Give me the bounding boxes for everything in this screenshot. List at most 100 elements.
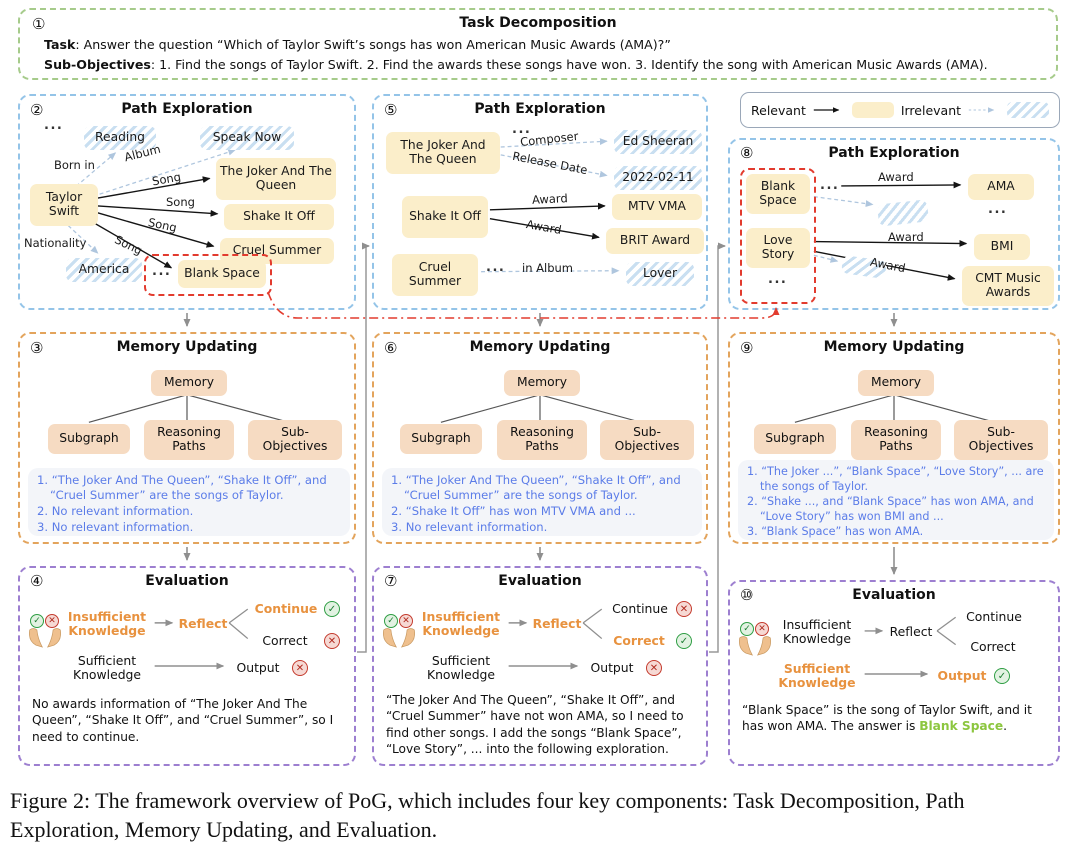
step-number: ⑧ <box>740 144 754 162</box>
box-title: Path Exploration <box>121 101 253 117</box>
memory-note-line: 2. “Shake It Off” has won MTV VMA and ..… <box>391 504 636 519</box>
step-number: ⑥ <box>384 339 398 357</box>
continue-label: Continue <box>966 609 1022 624</box>
step-number: ③ <box>30 339 44 357</box>
box-title: Evaluation <box>498 573 582 589</box>
memory-note-line: 1. “The Joker And The Queen”, “Shake It … <box>391 473 681 503</box>
cross-icon: ✕ <box>292 660 308 676</box>
edge-label-nationality: Nationality <box>24 236 87 250</box>
cross-icon: ✕ <box>755 622 769 636</box>
node-love-story: Love Story <box>746 228 810 268</box>
insufficient-knowledge-label: Insufficient Knowledge <box>782 617 852 647</box>
flow-arrows <box>508 608 603 670</box>
memory-note-line: 1. “The Joker And The Queen”, “Shake It … <box>37 473 327 503</box>
node-blank-space: Blank Space <box>178 260 266 288</box>
memory-note-line: 2. “Shake ..., and “Blank Space” has won… <box>747 495 1034 523</box>
edge-label-born-in: Born in <box>54 158 95 172</box>
memory-root-node: Memory <box>858 370 934 396</box>
step-number: ⑤ <box>384 101 398 119</box>
step-number: ⑩ <box>740 586 754 604</box>
node-speak-now: Speak Now <box>200 126 294 150</box>
relevant-arrow-icon <box>813 107 840 113</box>
arrow-eval1-to-path2 <box>357 242 370 653</box>
evaluation-box-3: ⑩ Evaluation ✓ ✕ Insufficient Knowledge … <box>728 580 1060 766</box>
box-title: Memory Updating <box>469 339 611 355</box>
ellipsis: ... <box>768 272 788 287</box>
box-title: Evaluation <box>145 573 229 589</box>
node-the-joker-and-the-queen: The Joker And The Queen <box>216 158 336 200</box>
memory-sub-objectives-node: Sub-Objectives <box>954 420 1048 460</box>
memory-tree-lines <box>88 394 290 423</box>
ellipsis: ... <box>512 122 532 137</box>
box-title: Path Exploration <box>474 101 606 117</box>
cross-icon: ✕ <box>646 660 662 676</box>
legend-relevant-label: Relevant <box>751 102 806 118</box>
check-icon: ✓ <box>994 668 1010 684</box>
reflect-label: Reflect <box>178 616 228 631</box>
edge-label-award: Award <box>531 191 569 207</box>
task-text: : Answer the question “Which of Taylor S… <box>75 37 671 52</box>
figure-caption: Figure 2: The framework overview of PoG,… <box>10 788 965 843</box>
irrelevant-node-swatch <box>1006 102 1049 118</box>
box-title: Path Exploration <box>828 145 960 161</box>
node-shake-it-off: Shake It Off <box>224 204 334 230</box>
sub-objectives-label: Sub-Objectives <box>44 57 151 72</box>
insufficient-knowledge-label: Insufficient Knowledge <box>67 609 147 639</box>
edge-label-in-album: in Album <box>522 261 573 275</box>
continue-label: Continue <box>254 601 318 616</box>
memory-updating-box-2: ⑥ Memory Updating Memory Subgraph Reason… <box>372 332 708 544</box>
cross-icon: ✕ <box>399 614 413 628</box>
output-label: Output <box>236 660 280 675</box>
node-the-joker-and-the-queen: The Joker And The Queen <box>386 132 500 174</box>
node-shake-it-off: Shake It Off <box>402 196 488 238</box>
ellipsis: ... <box>44 118 64 133</box>
node-cruel-summer: Cruel Summer <box>220 238 334 264</box>
task-line: Task: Answer the question “Which of Tayl… <box>44 37 1042 52</box>
node-ama: AMA <box>968 174 1034 200</box>
new-songs-highlight-box <box>740 168 816 304</box>
memory-subgraph-node: Subgraph <box>400 424 482 454</box>
check-icon: ✓ <box>740 622 754 636</box>
sub-objectives-line: Sub-Objectives: 1. Find the songs of Tay… <box>44 57 1042 72</box>
final-answer: Blank Space <box>919 719 1004 734</box>
cross-icon: ✕ <box>45 614 59 628</box>
memory-updating-box-3: ⑨ Memory Updating Memory Subgraph Reason… <box>728 332 1060 544</box>
node-brit-award: BRIT Award <box>606 228 704 254</box>
memory-note-line: 3. “Blank Space” has won AMA. <box>747 525 924 539</box>
step-number: ⑨ <box>740 339 754 357</box>
sub-objectives-text: : 1. Find the songs of Taylor Swift. 2. … <box>150 57 988 72</box>
memory-reasoning-paths-node: Reasoning Paths <box>144 420 234 460</box>
box-title: Evaluation <box>852 587 936 603</box>
memory-root-node: Memory <box>504 370 580 396</box>
node-bmi: BMI <box>974 234 1030 260</box>
node-cruel-summer: Cruel Summer <box>392 254 478 296</box>
step-number: ⑦ <box>384 572 398 590</box>
edge-label-song: Song <box>166 195 195 209</box>
check-icon: ✓ <box>324 601 340 617</box>
memory-note-line: 3. No relevant information. <box>37 520 194 535</box>
legend: Relevant Irrelevant <box>740 92 1060 128</box>
memory-note-line: 1. “The Joker ...”, “Blank Space”, “Love… <box>747 465 1044 493</box>
path-exploration-box-3: ⑧ Path Exploration Blank Space Love Stor… <box>728 138 1060 310</box>
correct-label: Correct <box>613 633 665 648</box>
node-taylor-swift: Taylor Swift <box>30 184 98 226</box>
edge-label-award: Award <box>888 230 924 244</box>
memory-note-line: 2. No relevant information. <box>37 504 194 519</box>
edges-layer <box>481 138 620 275</box>
output-label: Output <box>590 660 634 675</box>
flow-arrows <box>154 608 249 670</box>
task-label: Task <box>44 37 76 52</box>
ellipsis: ... <box>152 264 172 279</box>
node-ed-sheeran: Ed Sheeran <box>614 130 702 154</box>
path-exploration-box-1: ② Path Exploration ... Reading Speak Now… <box>18 94 356 310</box>
sufficient-knowledge-label: Sufficient Knowledge <box>72 653 142 683</box>
memory-root-node: Memory <box>151 370 227 396</box>
ellipsis: ... <box>486 260 506 275</box>
memory-notes: 1. “The Joker And The Queen”, “Shake It … <box>382 468 702 536</box>
cross-icon: ✕ <box>676 601 692 617</box>
edges-layer <box>67 148 237 269</box>
flow-arrows <box>864 616 957 678</box>
task-decomposition-box: ① Task Decomposition Task: Answer the qu… <box>18 8 1058 80</box>
hands-icon <box>29 628 61 648</box>
